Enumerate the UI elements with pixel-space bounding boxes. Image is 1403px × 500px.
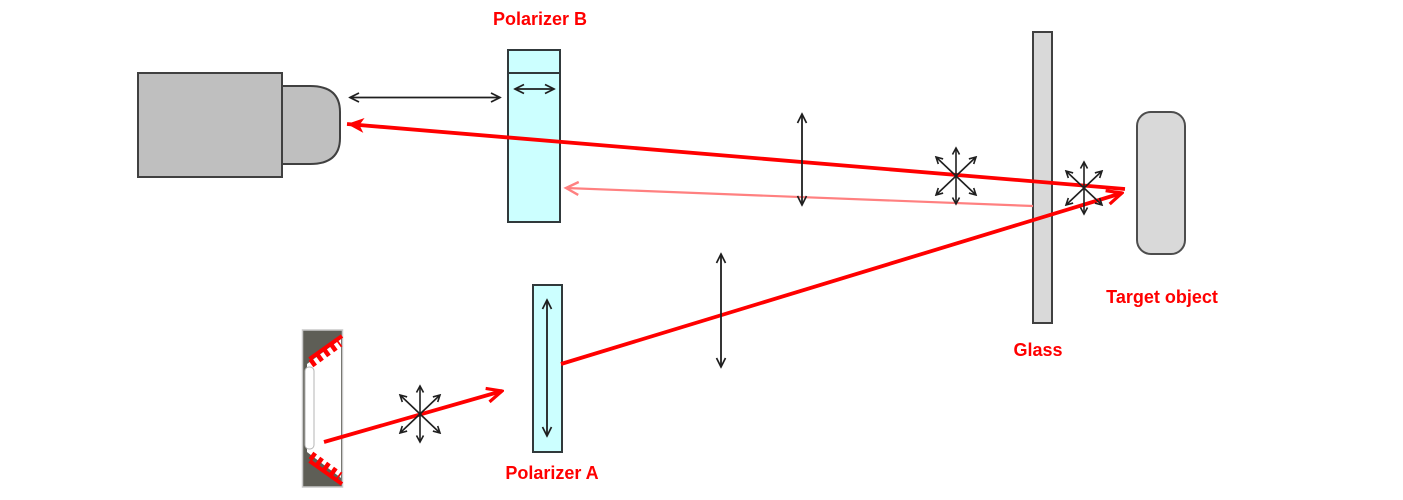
specular-reflection-beam-blocked: [563, 180, 1034, 208]
unpolarized-light-star-before-glass: [936, 148, 976, 204]
led-array-top: [308, 334, 344, 368]
glass-pane: [1032, 31, 1053, 324]
star-arm: [1066, 187, 1085, 205]
reflected-beam-to-camera: [346, 117, 1126, 191]
target-object-label: Target object: [1106, 287, 1218, 307]
camera-lens: [281, 85, 341, 165]
star-arm: [419, 395, 440, 415]
unpolarized-light-star-after-glass: [1066, 162, 1102, 214]
star-arm: [955, 175, 976, 195]
star-arm: [955, 157, 976, 177]
star-arm: [936, 175, 957, 195]
glass-label: Glass: [1013, 340, 1063, 360]
light-source: [301, 329, 344, 488]
star-arm: [936, 157, 957, 177]
polarizer-b-label: Polarizer B: [492, 9, 588, 29]
light-source-diffuser-slot: [304, 366, 315, 450]
star-arm: [1083, 187, 1102, 205]
polarizer-a-label: Polarizer A: [505, 463, 599, 483]
led-bar-bottom: [308, 459, 344, 486]
unpolarized-light-star-source: [400, 386, 440, 442]
illumination-beam-main-segment: [560, 193, 1122, 366]
led-array-bottom: [308, 451, 344, 486]
star-arm: [1066, 171, 1085, 189]
star-arm: [419, 413, 440, 433]
polarizer-b-shape: [507, 49, 561, 223]
star-arm: [400, 395, 421, 415]
led-bar-top: [308, 334, 344, 361]
star-arm: [1083, 171, 1102, 189]
target-object-shape: [1136, 111, 1186, 255]
camera-body: [137, 72, 283, 178]
illumination-beam-source-segment: [323, 391, 502, 444]
led-teeth-bottom: [308, 451, 343, 480]
led-teeth-top: [308, 339, 343, 368]
light-source-cavity: [307, 339, 341, 478]
star-arm: [400, 413, 421, 433]
